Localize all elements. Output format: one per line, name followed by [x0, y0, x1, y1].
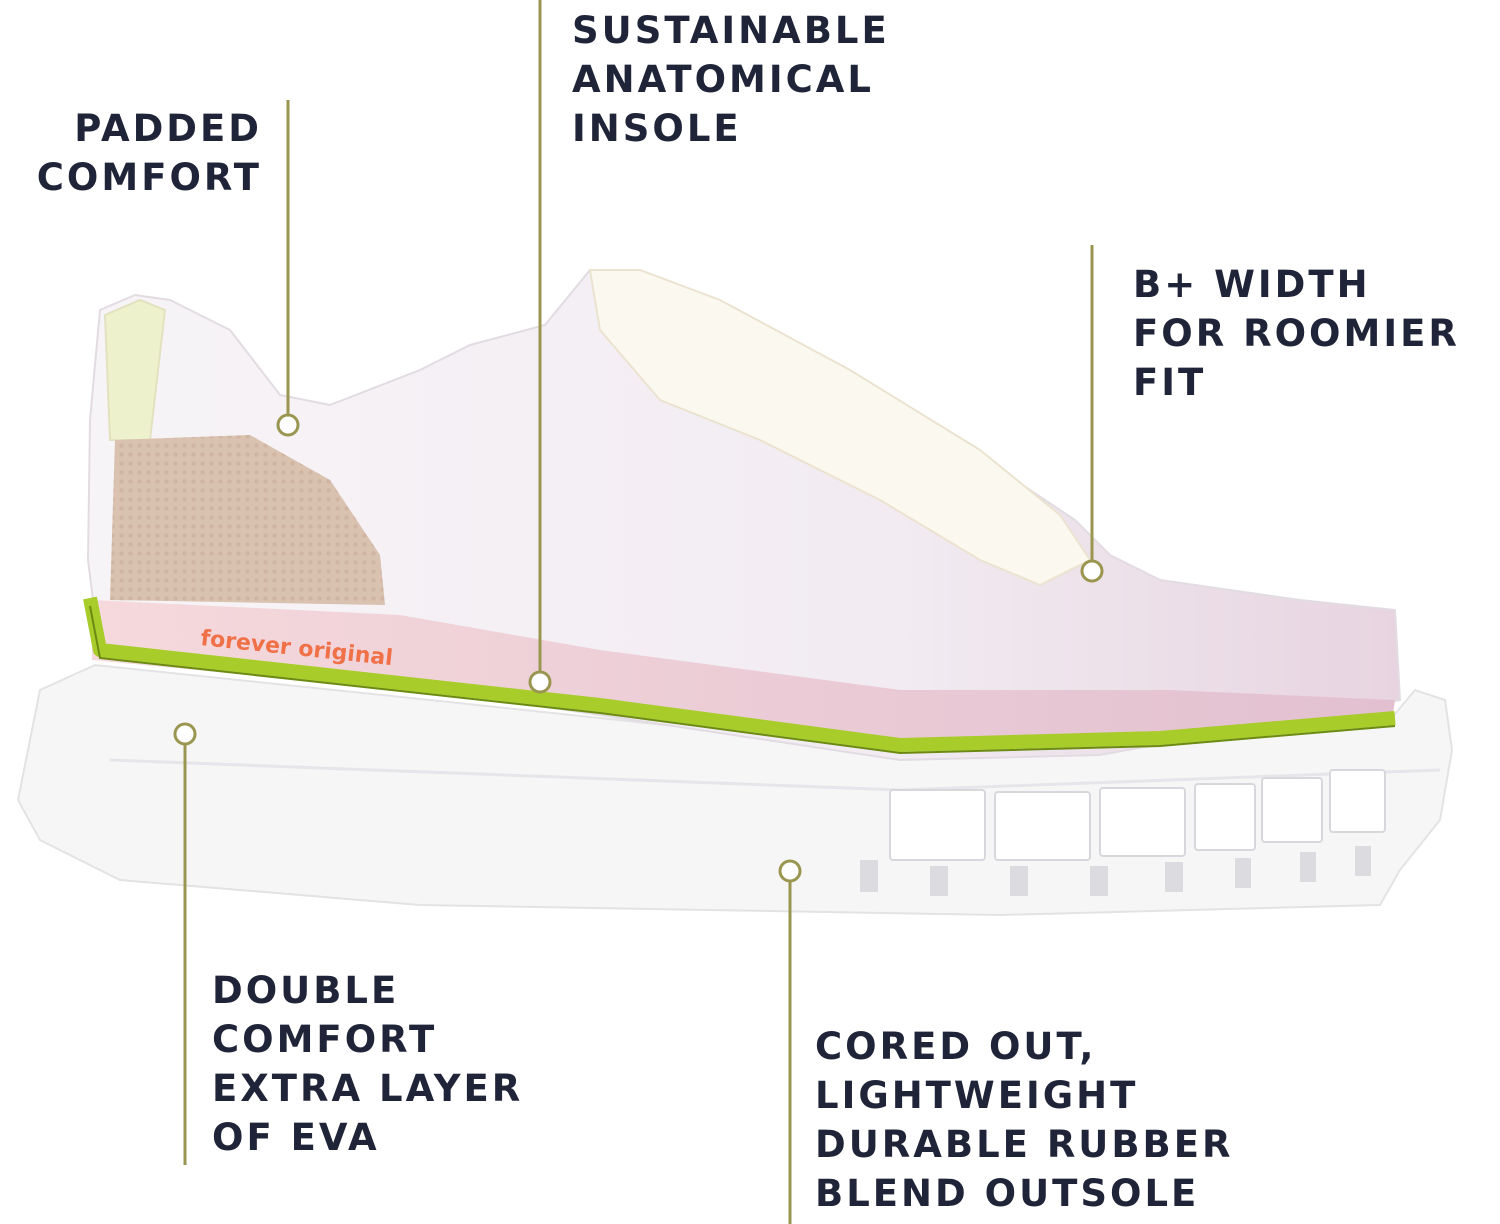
callout-line: COMFORT: [212, 1018, 438, 1061]
callout-line: OF EVA: [212, 1116, 380, 1159]
callout-line: DURABLE RUBBER: [815, 1123, 1234, 1166]
leader-dot-outsole: [778, 859, 802, 883]
callout-line: INSOLE: [572, 107, 742, 150]
leader-dot-width: [1080, 559, 1104, 583]
callout-line: LIGHTWEIGHT: [815, 1074, 1139, 1117]
callout-b-plus-width: B+ WIDTH FOR ROOMIER FIT: [1133, 260, 1460, 407]
leader-lines: [183, 0, 1094, 1224]
callout-line: PADDED: [74, 107, 262, 150]
callout-line: BLEND OUTSOLE: [815, 1172, 1200, 1215]
outsole-shape: [16, 663, 1454, 917]
callout-line: DOUBLE: [212, 969, 400, 1012]
callout-sustainable-insole: SUSTAINABLE ANATOMICAL INSOLE: [572, 6, 890, 153]
callout-padded-comfort: PADDED COMFORT: [0, 104, 262, 202]
callout-line: SUSTAINABLE: [572, 9, 890, 52]
leader-dot-insole: [528, 670, 552, 694]
callout-line: EXTRA LAYER: [212, 1067, 524, 1110]
callout-double-comfort-eva: DOUBLE COMFORT EXTRA LAYER OF EVA: [212, 966, 523, 1162]
callout-line: CORED OUT,: [815, 1025, 1097, 1068]
callout-line: COMFORT: [36, 156, 262, 199]
callout-line: FOR ROOMIER: [1133, 312, 1460, 355]
callout-line: B+ WIDTH: [1133, 263, 1371, 306]
insole-shape: forever original: [83, 596, 1396, 755]
leader-dot-padded: [276, 413, 300, 437]
callout-cored-out-outsole: CORED OUT, LIGHTWEIGHT DURABLE RUBBER BL…: [815, 1022, 1234, 1218]
callout-line: FIT: [1133, 361, 1207, 404]
callout-line: ANATOMICAL: [572, 58, 875, 101]
leader-dot-eva: [173, 722, 197, 746]
